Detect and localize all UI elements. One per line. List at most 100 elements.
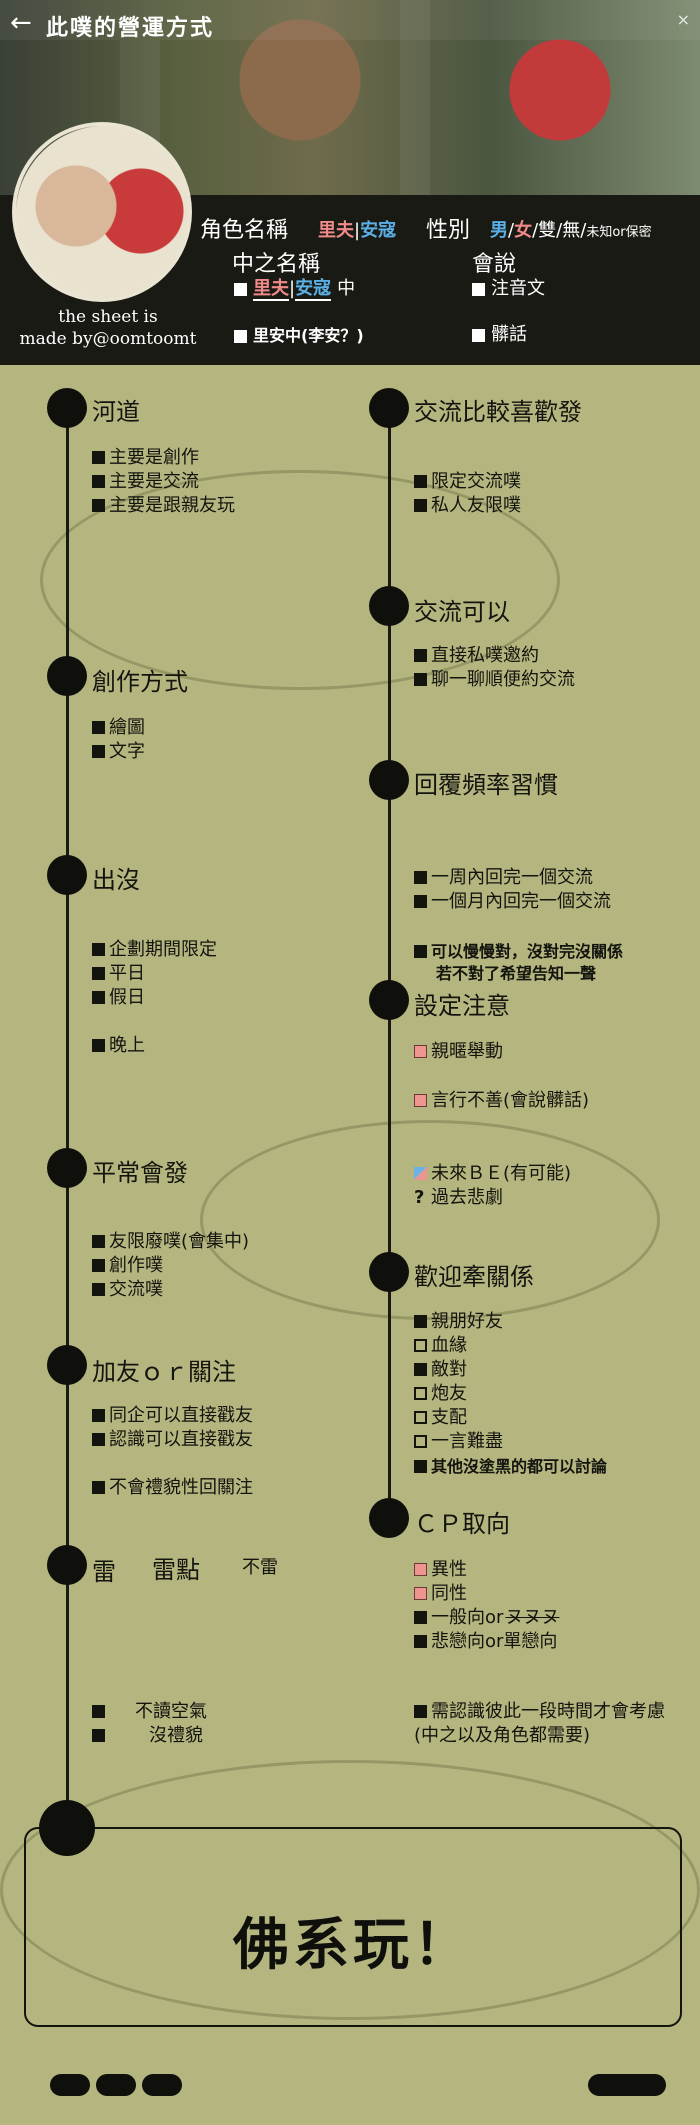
filled-box-icon <box>414 945 427 958</box>
list-item: 可以慢慢對，沒對完沒關係 <box>414 940 623 964</box>
speak-option-2[interactable]: 髒話 <box>472 320 527 346</box>
filled-box-icon <box>414 895 427 908</box>
list-item: 沒禮貌 <box>92 1724 203 1748</box>
list-item: 支配 <box>414 1406 467 1430</box>
filled-box-icon <box>414 1315 427 1328</box>
made-by-line1: the sheet is <box>58 307 158 327</box>
section-active: 出沒 <box>92 866 140 894</box>
dot-post <box>47 1148 87 1188</box>
list-item: ?過去悲劇 <box>414 1187 503 1208</box>
filled-box-icon <box>92 1705 105 1718</box>
section-creation: 創作方式 <box>92 668 188 696</box>
filled-box-icon <box>92 991 105 1004</box>
dot-final <box>39 1800 95 1856</box>
gender-slash-4: / <box>580 220 587 241</box>
dot-cp <box>369 1498 409 1538</box>
list-item: 同性 <box>414 1582 467 1606</box>
pink-box-icon <box>414 1094 427 1107</box>
filled-box-icon <box>414 1705 427 1718</box>
dot-mine <box>47 1545 87 1585</box>
filled-box-icon <box>414 1460 427 1473</box>
speak-label: 會說 <box>472 252 517 277</box>
char-b: 安寇 <box>360 220 397 241</box>
gender-slash-1: / <box>508 220 515 241</box>
filled-box-icon <box>92 745 105 758</box>
filled-box-icon <box>92 475 105 488</box>
list-item: 友限廢噗(會集中) <box>92 1230 249 1254</box>
gender-male[interactable]: 男 <box>490 220 508 241</box>
filled-box-icon <box>414 871 427 884</box>
filled-box-icon <box>414 1635 427 1648</box>
pink-box-icon <box>414 1045 427 1058</box>
list-item: 主要是跟親友玩 <box>92 494 235 518</box>
list-item: 血緣 <box>414 1334 467 1358</box>
list-item: 不會禮貌性回關注 <box>92 1476 253 1500</box>
page-title: 此噗的營運方式 <box>46 16 215 41</box>
conclusion-box <box>24 1827 682 2027</box>
list-item: 敵對 <box>414 1358 467 1382</box>
speak-checkbox-1[interactable] <box>472 282 485 296</box>
dot-exchange-ok <box>369 586 409 626</box>
pink-box-icon <box>414 1563 427 1576</box>
inner-name-option[interactable]: 里夫|安寇中 <box>234 274 356 301</box>
section-post: 平常會發 <box>92 1159 188 1187</box>
list-item: 不讀空氣 <box>92 1700 207 1724</box>
inner-name-checkbox[interactable] <box>234 282 247 296</box>
filled-box-icon <box>92 1433 105 1446</box>
inner-alt-option[interactable]: 里安中(李安？) <box>234 322 364 346</box>
list-item: 其他沒塗黑的都可以討論 <box>414 1455 607 1479</box>
char-divider: | <box>354 220 361 241</box>
list-item: 直接私噗邀約 <box>414 644 539 668</box>
back-arrow-icon[interactable]: ← <box>10 8 32 38</box>
filled-box-icon <box>92 1039 105 1052</box>
dot-exchange-post <box>369 388 409 428</box>
list-item: 限定交流噗 <box>414 470 521 494</box>
empty-box-icon <box>414 1411 427 1424</box>
gender-slash-3: / <box>556 220 563 241</box>
section-channel: 河道 <box>92 398 140 426</box>
dot-friend <box>47 1345 87 1385</box>
speak-checkbox-2[interactable] <box>472 328 485 342</box>
speak-option-1[interactable]: 注音文 <box>472 274 545 300</box>
fish-sketch-2 <box>200 1120 660 1320</box>
list-item: 親朋好友 <box>414 1310 503 1334</box>
dot-setting <box>369 980 409 1020</box>
list-item: 交流噗 <box>92 1278 163 1302</box>
inner-suffix: 中 <box>337 278 356 299</box>
list-item: 主要是交流 <box>92 470 199 494</box>
list-item: 聊一聊順便約交流 <box>414 668 575 692</box>
dot-relation <box>369 1252 409 1292</box>
mine-col-yes: 雷點 <box>152 1556 200 1584</box>
char-name-label: 角色名稱 <box>200 218 289 243</box>
section-mine: 雷 <box>92 1558 116 1586</box>
right-timeline <box>388 408 391 1520</box>
list-item: 私人友限噗 <box>414 494 521 518</box>
filled-box-icon <box>92 1729 105 1742</box>
gender-female[interactable]: 女 <box>514 220 533 241</box>
list-item: 未來ＢＥ(有可能) <box>414 1162 571 1186</box>
made-by-line2: made by@oomtoomt <box>19 329 197 349</box>
filled-box-icon <box>92 1259 105 1272</box>
conclusion-text: 佛系玩！ <box>233 1913 473 1978</box>
filled-box-icon <box>92 1235 105 1248</box>
avatar <box>12 122 192 302</box>
list-item: 需認識彼此一段時間才會考慮 <box>414 1700 665 1724</box>
section-exchange-post: 交流比較喜歡發 <box>414 398 582 426</box>
inner-divider: | <box>289 278 296 299</box>
list-item: 悲戀向or單戀向 <box>414 1630 557 1654</box>
close-icon[interactable]: × <box>676 10 690 29</box>
list-item: 一個月內回完一個交流 <box>414 890 611 914</box>
gender-both[interactable]: 雙 <box>538 220 557 241</box>
dot-creation <box>47 656 87 696</box>
gender-unknown[interactable]: 未知or保密 <box>586 225 652 240</box>
inner-b: 安寇 <box>295 278 332 301</box>
gender-none[interactable]: 無 <box>562 220 581 241</box>
inner-name-label: 中之名稱 <box>232 252 321 277</box>
gender-slash-2: / <box>532 220 539 241</box>
filled-box-icon <box>92 967 105 980</box>
char-names: 里夫|安寇 <box>318 216 396 242</box>
fish-sketch-1 <box>40 470 560 690</box>
inner-alt-checkbox[interactable] <box>234 330 247 343</box>
filled-box-icon <box>92 1481 105 1494</box>
filled-box-icon <box>92 1409 105 1422</box>
